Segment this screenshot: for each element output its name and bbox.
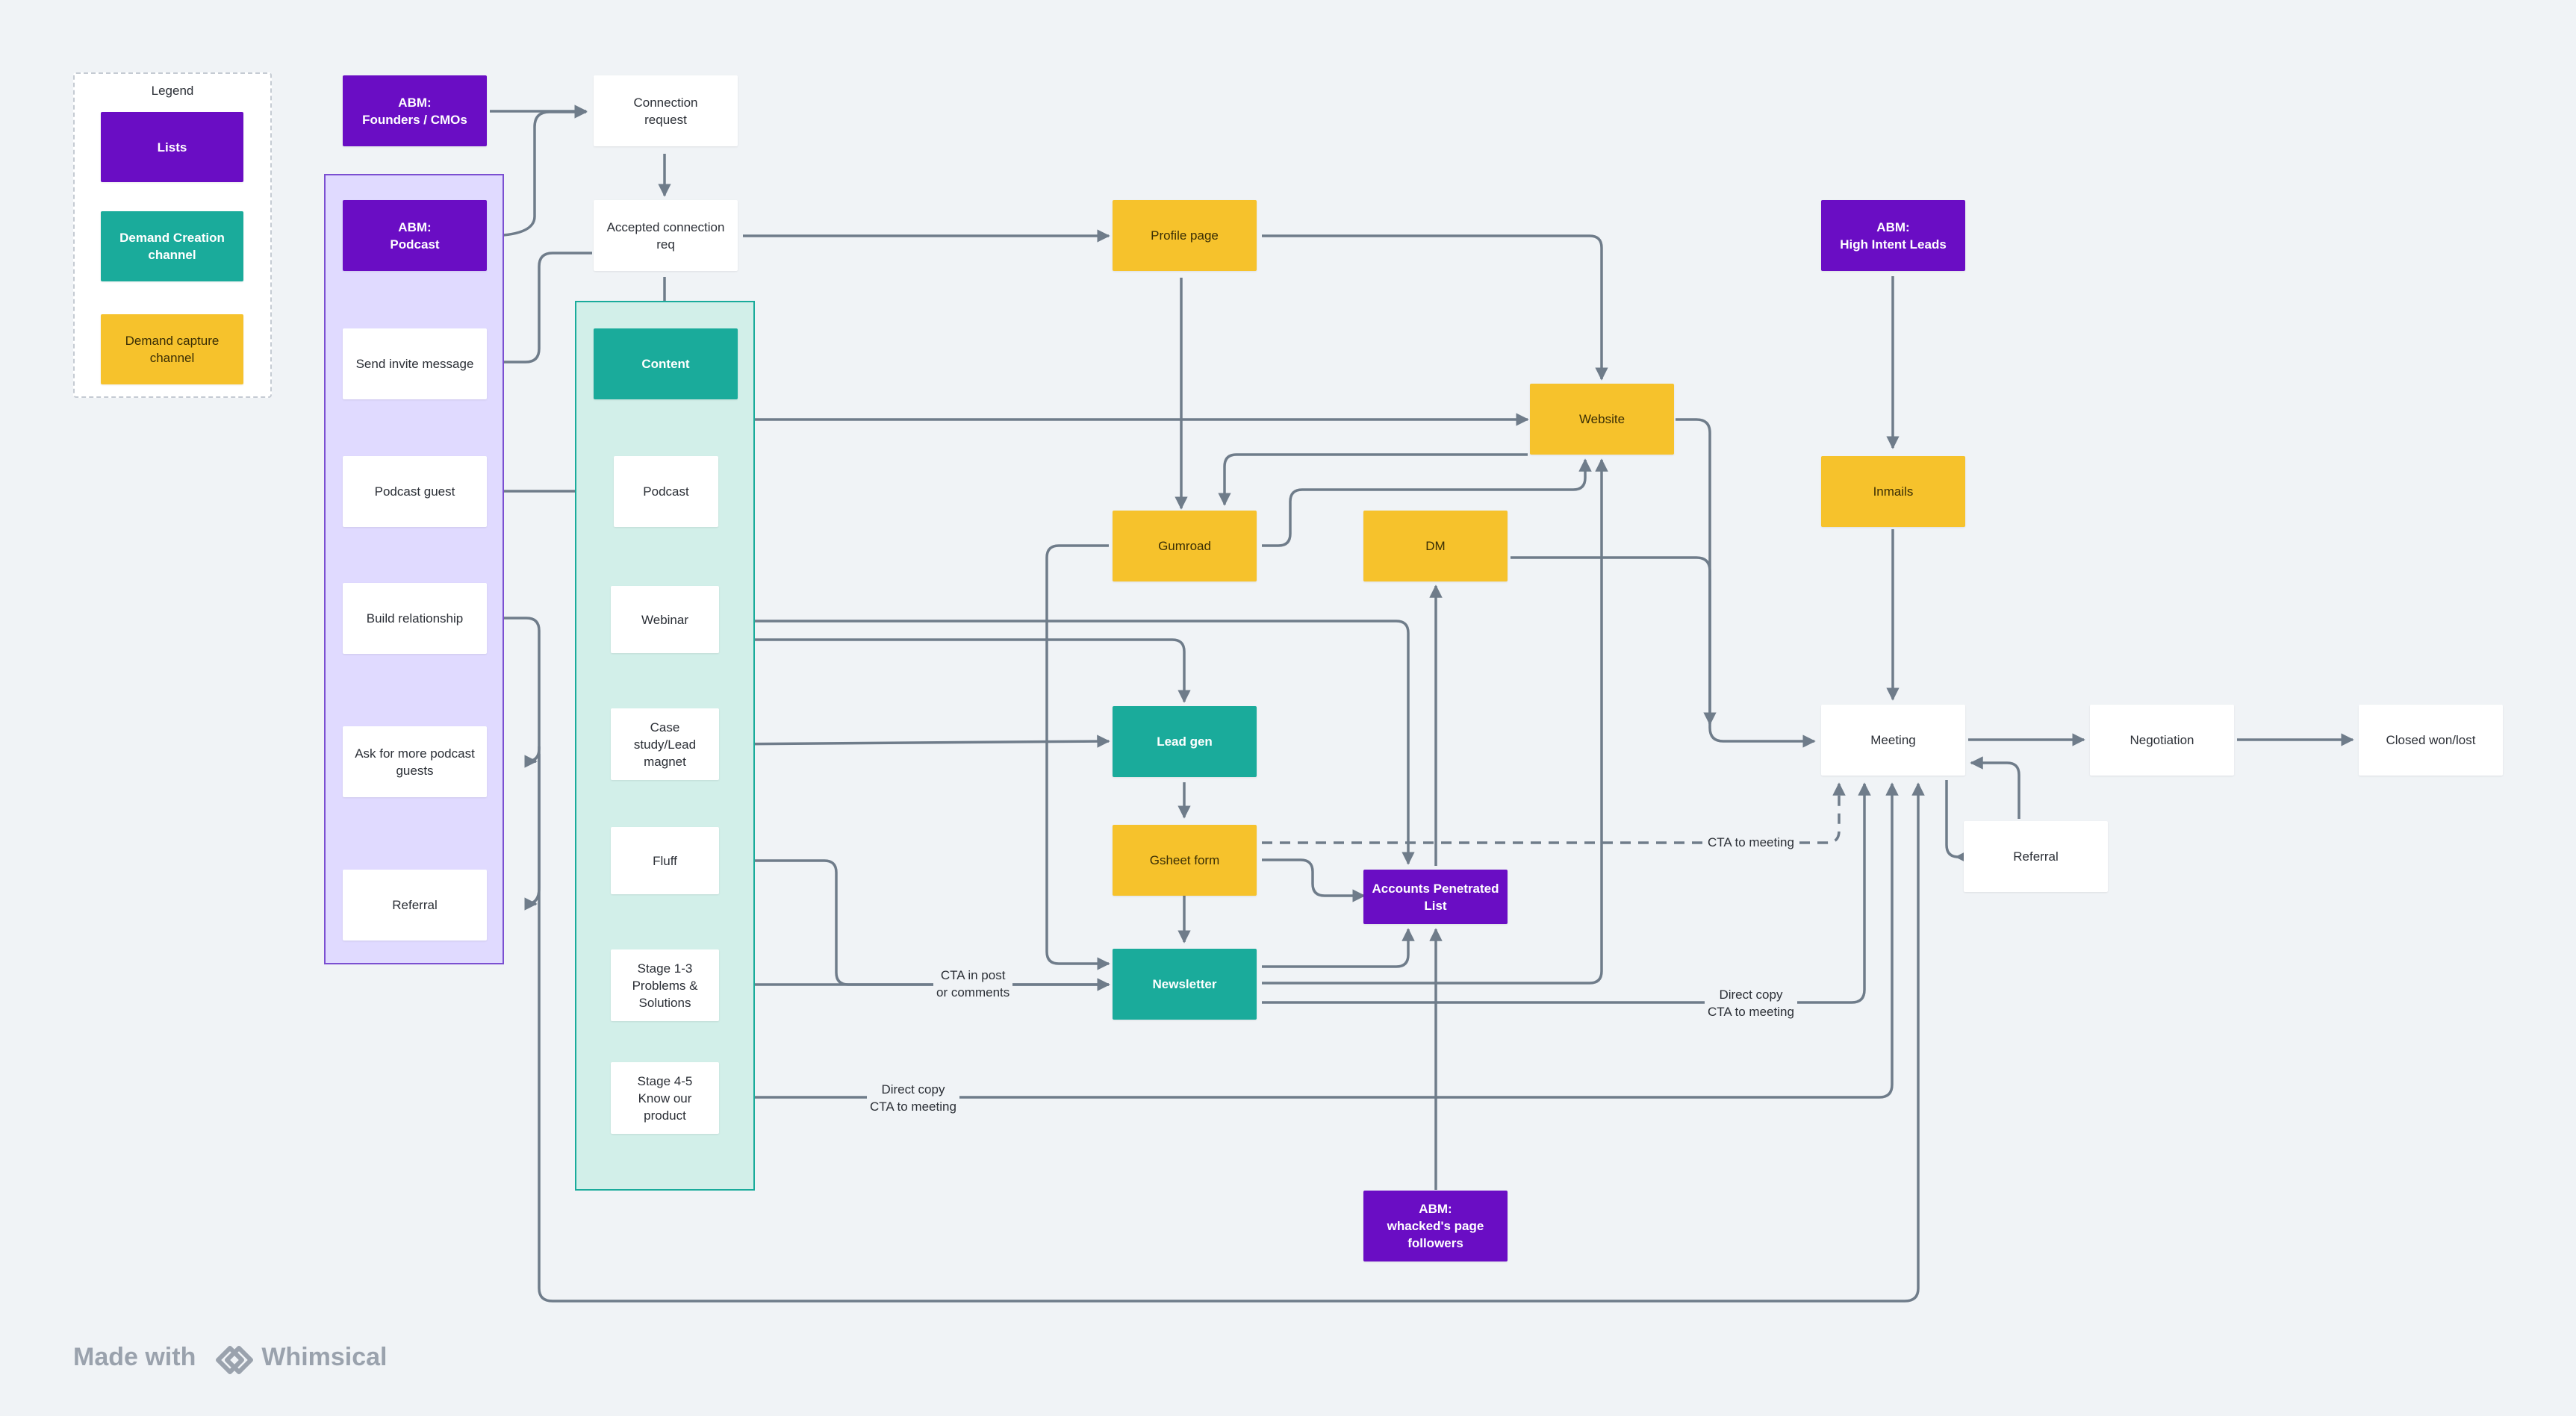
node-negotiation[interactable]: Negotiation (2090, 705, 2234, 776)
edge-newsletter-meeting (1262, 782, 1871, 1004)
node-stage-4-5[interactable]: Stage 4-5 Know our product (611, 1062, 719, 1134)
edge-buildrel-meeting (538, 746, 1925, 1303)
legend-lists: Lists (101, 112, 243, 182)
edge-dm-meeting (1511, 556, 1717, 726)
made-with-whimsical: Made with Whimsical (73, 1342, 388, 1374)
node-stage-1-3[interactable]: Stage 1-3 Problems & Solutions (611, 949, 719, 1021)
edge-fluff-newsletter (724, 859, 1110, 991)
legend-title: Legend (151, 84, 194, 98)
node-newsletter[interactable]: Newsletter (1113, 949, 1257, 1020)
node-connection-request[interactable]: Connection request (594, 75, 738, 146)
node-website[interactable]: Website (1530, 384, 1674, 455)
node-abm-founders[interactable]: ABM: Founders / CMOs (343, 75, 487, 146)
node-content[interactable]: Content (594, 328, 738, 399)
edge-website-meeting (1676, 418, 1816, 748)
edge-case-leadgen (724, 734, 1110, 748)
made-with-text: Made with (73, 1342, 196, 1371)
node-lead-gen[interactable]: Lead gen (1113, 706, 1257, 777)
node-closed[interactable]: Closed won/lost (2359, 705, 2503, 776)
node-inmails[interactable]: Inmails (1821, 456, 1965, 527)
edge-stage45-meeting (724, 782, 1899, 1099)
node-gsheet-form[interactable]: Gsheet form (1113, 825, 1257, 896)
node-abm-podcast[interactable]: ABM: Podcast (343, 200, 487, 271)
node-profile-page[interactable]: Profile page (1113, 200, 1257, 271)
edge-referral-meeting (1970, 756, 2020, 819)
edge-newsletter-accounts (1262, 928, 1415, 968)
edge-gsheet-accounts (1262, 858, 1366, 902)
edge-podcast-website (663, 413, 1529, 449)
node-ask-guests[interactable]: Ask for more podcast guests (343, 726, 487, 797)
edge-profile-website (1262, 234, 1608, 381)
edge-accepted-sendinvite (488, 252, 592, 369)
node-dm[interactable]: DM (1363, 511, 1508, 581)
legend-demand-capture: Demand capture channel (101, 314, 243, 384)
edge-buildrel-referral (524, 754, 541, 911)
whimsical-logo-icon (208, 1342, 254, 1374)
edge-label-cta-post: CTA in post or comments (933, 967, 1013, 1001)
edge-gumroad-website (1262, 458, 1592, 547)
node-abm-whacked[interactable]: ABM: whacked's page followers (1363, 1191, 1508, 1261)
node-fluff[interactable]: Fluff (611, 827, 719, 894)
podcast-abm-group (324, 174, 504, 964)
edge-label-direct-copy-stage45: Direct copy CTA to meeting (867, 1081, 959, 1115)
node-podcast-guest[interactable]: Podcast guest (343, 456, 487, 527)
edge-label-cta-meeting: CTA to meeting (1705, 834, 1797, 851)
legend-demand-creation: Demand Creation channel (101, 211, 243, 281)
node-accounts-penetrated[interactable]: Accounts Penetrated List (1363, 870, 1508, 924)
node-referral-right[interactable]: Referral (1964, 821, 2108, 892)
edge-website-gumroad (1218, 453, 1528, 506)
node-accepted-connection[interactable]: Accepted connection req (594, 200, 738, 271)
edge-podcastabm-connection (486, 105, 588, 237)
node-build-relationship[interactable]: Build relationship (343, 583, 487, 654)
edge-webinar-accounts (724, 620, 1415, 865)
edge-gsheet-meeting-dashed (1262, 782, 1846, 844)
node-webinar[interactable]: Webinar (611, 586, 719, 653)
node-send-invite[interactable]: Send invite message (343, 328, 487, 399)
node-referral-left[interactable]: Referral (343, 870, 487, 941)
edge-label-direct-copy-newsletter: Direct copy CTA to meeting (1705, 986, 1797, 1020)
node-podcast[interactable]: Podcast (614, 456, 718, 527)
edge-newsletter-website (1262, 458, 1608, 985)
node-meeting[interactable]: Meeting (1821, 705, 1965, 776)
edge-webinar-leadgen (724, 638, 1191, 703)
edge-gumroad-newsletter (1045, 544, 1110, 970)
edge-buildrel-ask (490, 617, 541, 768)
node-abm-high-intent[interactable]: ABM: High Intent Leads (1821, 200, 1965, 271)
edge-meeting-referral (1945, 780, 1968, 864)
node-gumroad[interactable]: Gumroad (1113, 511, 1257, 581)
node-case-study[interactable]: Case study/Lead magnet (611, 708, 719, 780)
whimsical-brand-text: Whimsical (261, 1342, 388, 1371)
